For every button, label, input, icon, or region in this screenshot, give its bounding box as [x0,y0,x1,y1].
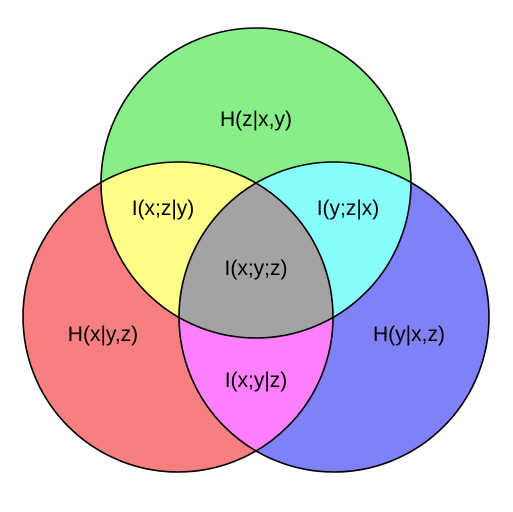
label-h-y-given-xz: H(y|x,z) [373,323,445,346]
label-i-xy-given-z: I(x;y|z) [225,369,288,392]
circle-y-outline [178,161,490,473]
label-h-x-given-yz: H(x|y,z) [68,323,138,346]
label-i-xz-given-y: I(x;z|y) [132,197,195,220]
circle-x-outline [22,161,334,473]
label-h-z-given-xy: H(z|x,y) [220,108,292,131]
label-i-xyz: I(x;y;z) [225,257,288,280]
label-i-yz-given-x: I(y;z|x) [317,197,380,220]
